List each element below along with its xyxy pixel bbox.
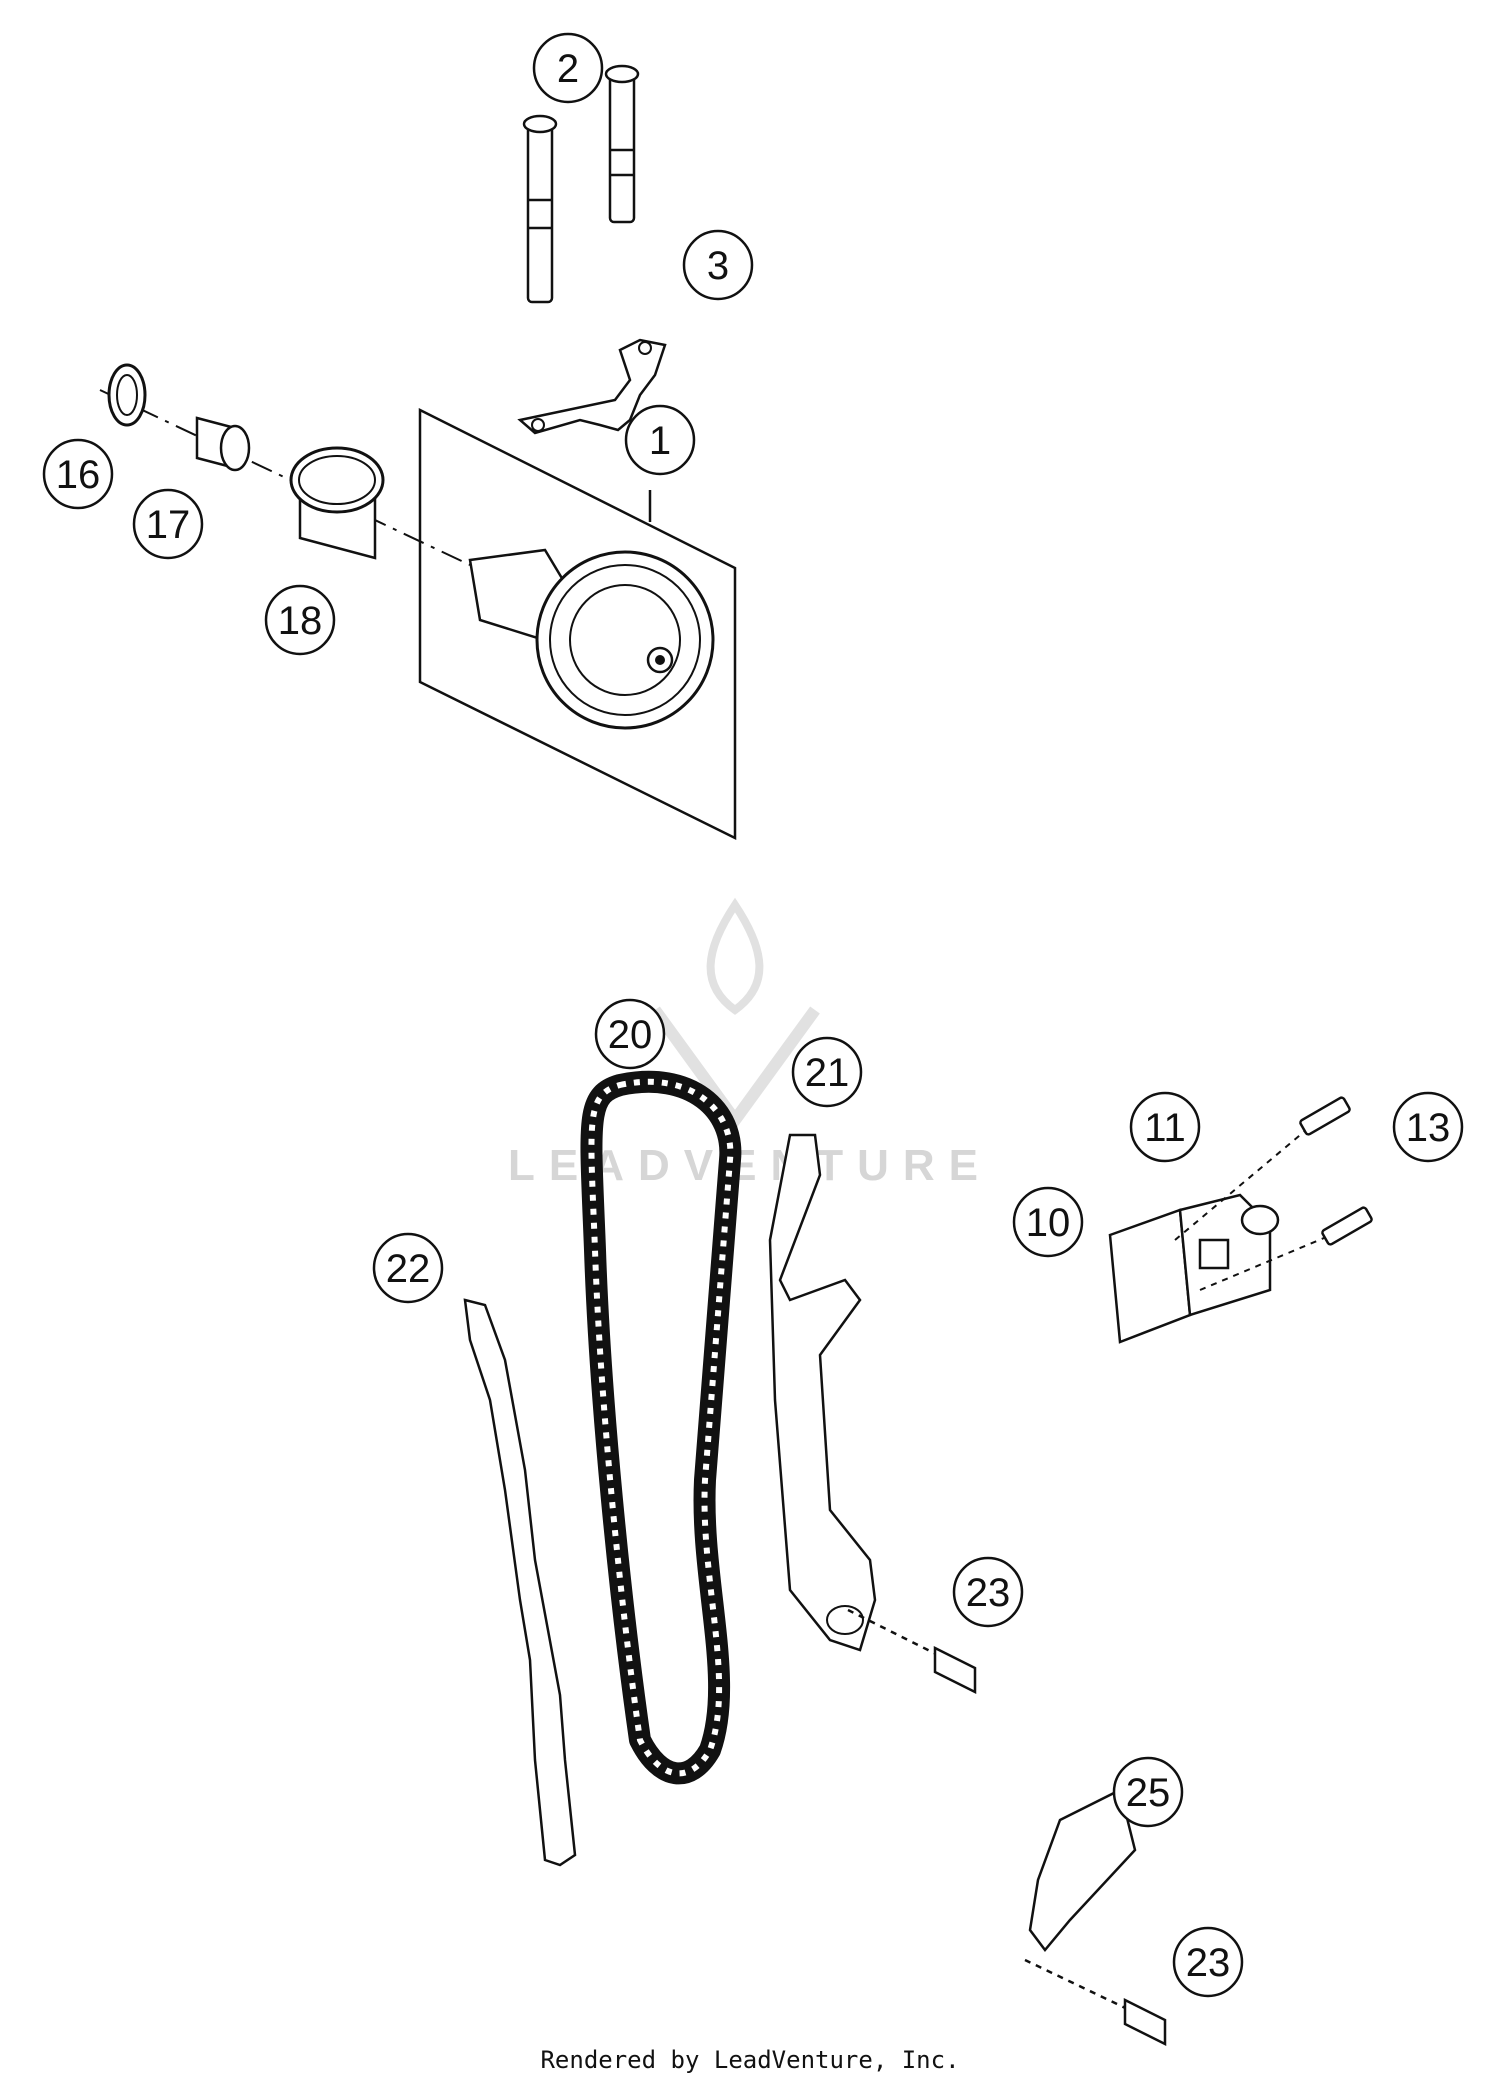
svg-text:20: 20 xyxy=(608,1013,653,1057)
callout-25: 25 xyxy=(1112,1756,1184,1828)
svg-text:16: 16 xyxy=(56,453,101,497)
svg-text:1: 1 xyxy=(649,419,671,463)
bearing-parts xyxy=(99,363,471,566)
footer-credit: Rendered by LeadVenture, Inc. xyxy=(540,2046,960,2074)
callout-3: 3 xyxy=(682,229,754,301)
svg-text:3: 3 xyxy=(707,244,729,288)
svg-text:25: 25 xyxy=(1126,1771,1171,1815)
callout-1: 1 xyxy=(624,404,696,476)
svg-text:21: 21 xyxy=(805,1051,850,1095)
callout-18: 18 xyxy=(264,584,336,656)
svg-text:2: 2 xyxy=(557,47,579,91)
callout-23-upper: 23 xyxy=(952,1556,1024,1628)
chain-guide-25 xyxy=(1028,1788,1137,1953)
svg-text:11: 11 xyxy=(1144,1106,1186,1150)
callout-16: 16 xyxy=(42,438,114,510)
callout-10: 10 xyxy=(1012,1186,1084,1258)
svg-text:13: 13 xyxy=(1406,1106,1451,1150)
bolts-23 xyxy=(847,1608,1167,2047)
svg-text:22: 22 xyxy=(386,1247,431,1291)
guide-rail xyxy=(463,1298,577,1867)
tensioner-rail xyxy=(768,1133,877,1652)
svg-text:17: 17 xyxy=(146,503,191,547)
callout-17: 17 xyxy=(132,488,204,560)
svg-text:10: 10 xyxy=(1026,1201,1071,1245)
chain-tensioner-unit xyxy=(1108,1096,1373,1344)
bracket-plate xyxy=(517,338,667,435)
callout-11: 11 xyxy=(1129,1091,1201,1163)
callout-21: 21 xyxy=(791,1036,863,1108)
camshaft-assembly xyxy=(418,407,737,841)
svg-text:23: 23 xyxy=(1186,1941,1231,1985)
callout-22: 22 xyxy=(372,1232,444,1304)
svg-text:18: 18 xyxy=(278,599,323,643)
callout-20: 20 xyxy=(594,998,666,1070)
callout-13: 13 xyxy=(1392,1091,1464,1163)
bolt-pin-pair xyxy=(522,64,640,304)
svg-text:23: 23 xyxy=(966,1571,1011,1615)
callout-2: 2 xyxy=(532,32,604,104)
callout-23-lower: 23 xyxy=(1172,1926,1244,1998)
